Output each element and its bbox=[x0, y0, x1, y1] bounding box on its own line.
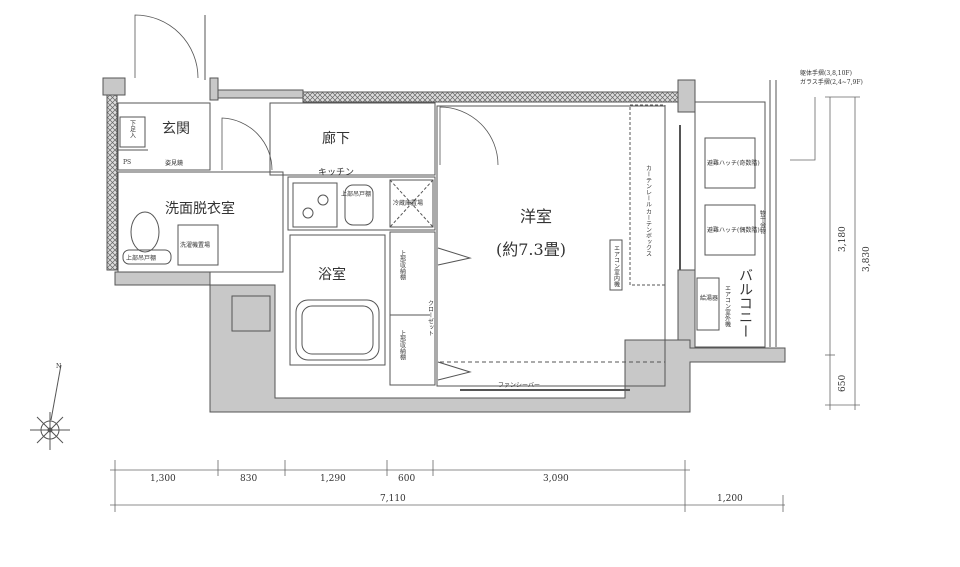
fancy-bar-label: ファンシーバー bbox=[498, 382, 540, 389]
dim-830: 830 bbox=[240, 474, 257, 484]
western-room-label: 洋室 bbox=[520, 207, 552, 226]
kitchen-area bbox=[287, 176, 436, 231]
wall-left bbox=[106, 94, 118, 271]
wall-top-left bbox=[102, 77, 126, 96]
wall-top bbox=[302, 91, 681, 103]
washroom-area bbox=[117, 171, 284, 273]
ac-outdoor-label: エアコン室外機 bbox=[724, 285, 731, 328]
water-heater-label: 給湯器 bbox=[700, 294, 718, 302]
dim-7110: 7,110 bbox=[380, 494, 406, 504]
corridor-area bbox=[269, 102, 436, 176]
room-labels: 玄関 廊下 キッチン 洗面脱衣室 浴室 洋室 (約7.3畳) バルコニー クロー… bbox=[162, 120, 753, 338]
fridge-label: 冷蔵庫置場 bbox=[393, 199, 423, 207]
dimension-lines bbox=[110, 96, 860, 512]
railing-note-2: ガラス手摺(2,4~7,9F) bbox=[800, 78, 863, 86]
dim-1290: 1,290 bbox=[320, 474, 346, 484]
compass-icon bbox=[30, 364, 70, 450]
closet-label: クローゼット bbox=[427, 300, 434, 336]
upper-shelf-1-label: 上部収納棚 bbox=[399, 249, 406, 281]
bathroom-label: 浴室 bbox=[318, 266, 346, 283]
dim-3180: 3,180 bbox=[838, 226, 848, 252]
dim-3830: 3,830 bbox=[862, 246, 872, 272]
ac-indoor-label: エアコン室内機 bbox=[613, 245, 620, 288]
dim-1300: 1,300 bbox=[150, 474, 176, 484]
curtain-label: カーテンレール カーテンボックス bbox=[645, 165, 652, 257]
upper-shelf-2-label: 上部収納棚 bbox=[399, 329, 406, 361]
bathroom-area bbox=[289, 234, 386, 366]
hatch-even-label: 避難ハッチ(偶数階) bbox=[707, 226, 760, 234]
washroom-label: 洗面脱衣室 bbox=[165, 200, 235, 217]
entrance-area bbox=[117, 102, 211, 171]
dim-3090: 3,090 bbox=[543, 474, 569, 484]
column-right bbox=[677, 79, 696, 113]
western-room-size: (約7.3畳) bbox=[496, 240, 566, 259]
compass-north-label: N bbox=[56, 363, 61, 370]
dimension-labels: 1,300 830 1,290 600 3,090 7,110 1,200 3,… bbox=[150, 226, 872, 504]
wall-bottom bbox=[114, 271, 786, 413]
kitchen-label: キッチン bbox=[318, 167, 354, 178]
upper-cabinet-kitchen-label: 上部吊戸棚 bbox=[341, 190, 371, 198]
shoe-box-label: 下足入 bbox=[129, 120, 136, 138]
fixture-labels: 下足入 PS 姿見鏡 上部吊戸棚 冷蔵庫置場 洗濯機置場 上部吊戸棚 上部収納棚… bbox=[56, 69, 863, 389]
closet-area bbox=[389, 231, 436, 386]
ps-label: PS bbox=[123, 159, 131, 166]
entrance-door[interactable] bbox=[134, 14, 199, 79]
washer-label: 洗濯機置場 bbox=[180, 241, 210, 249]
dim-650: 650 bbox=[838, 375, 848, 392]
mirror-label: 姿見鏡 bbox=[165, 159, 183, 167]
balcony-area bbox=[694, 101, 766, 348]
entrance-label: 玄関 bbox=[162, 120, 190, 137]
hatch-odd-label: 避難ハッチ(奇数階) bbox=[707, 159, 760, 167]
dim-1200: 1,200 bbox=[717, 494, 743, 504]
railing-note-1: 躯体手摺(3,8,10F) bbox=[800, 69, 852, 77]
upper-cabinet-toilet-label: 上部吊戸棚 bbox=[126, 254, 156, 262]
corridor-label: 廊下 bbox=[322, 130, 350, 147]
drying-label: 物干金物 bbox=[759, 209, 766, 235]
dim-600: 600 bbox=[398, 474, 415, 484]
balcony-label: バルコニー bbox=[737, 268, 753, 338]
